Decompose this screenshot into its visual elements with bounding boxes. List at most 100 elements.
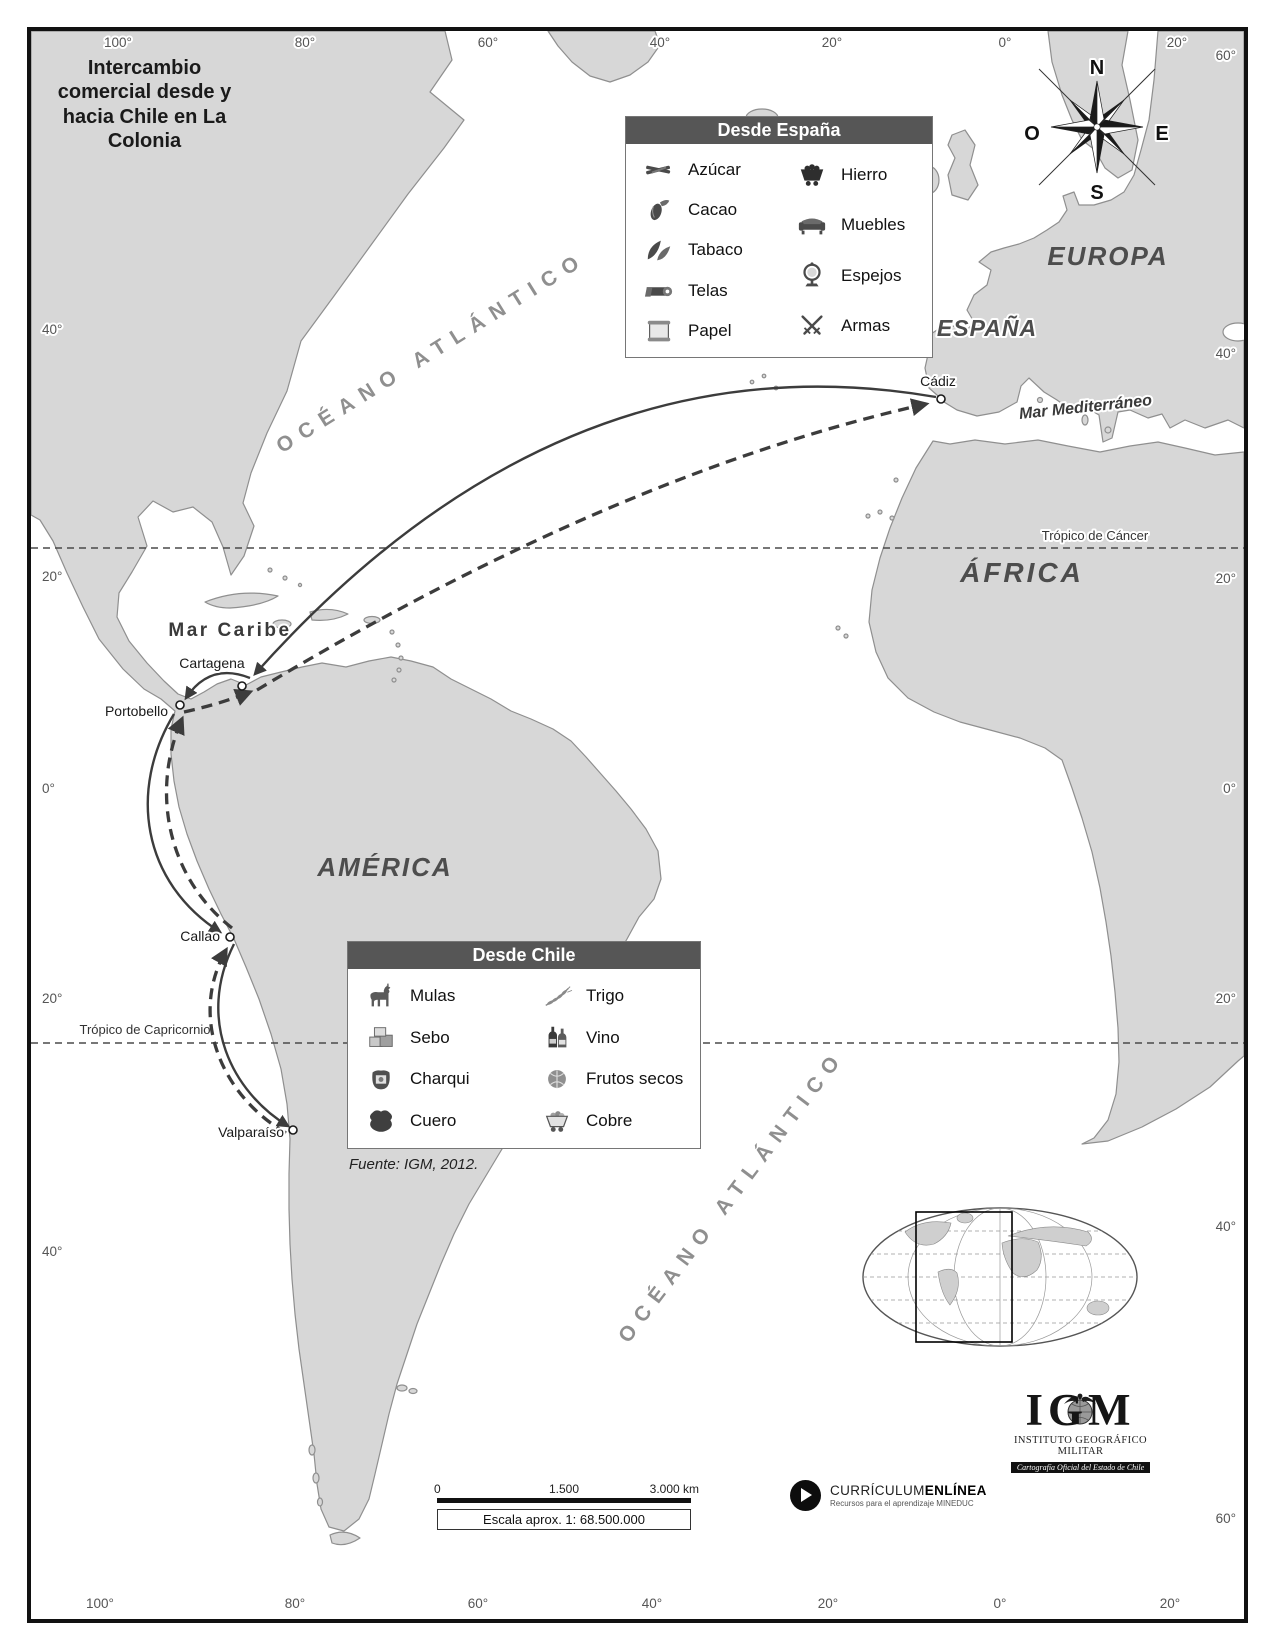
tick-bottom: 40° [642, 1596, 662, 1611]
inset-highlight-rect [915, 1211, 1013, 1343]
greenland-landmass [547, 31, 661, 83]
legend-label: Frutos secos [586, 1069, 684, 1089]
tallow-blocks-icon [362, 1022, 400, 1054]
mirror-icon [793, 260, 831, 292]
scale-tick-0: 0 [434, 1482, 441, 1496]
curriculum-en-linea-logo: CURRÍCULUMENLÍNEA Recursos para el apren… [790, 1480, 987, 1511]
legend-label: Telas [688, 280, 728, 300]
tick-top: 80° [295, 35, 315, 50]
legend-item-frutos-secos: Frutos secos [524, 1063, 700, 1095]
igm-logo: IGM INSTITUTO GEOGRÁFICO MILITAR Cartogr… [1003, 1388, 1158, 1475]
legend-item-armas: Armas [779, 310, 932, 342]
legend-label: Cobre [586, 1111, 633, 1131]
charqui-bale-icon [362, 1063, 400, 1095]
city-label-valparaiso: Valparaíso [218, 1124, 284, 1140]
wheat-icon [538, 980, 576, 1012]
fabric-roll-icon [640, 275, 678, 307]
legend-item-hierro: Hierro [779, 159, 932, 191]
copper-cart-icon [538, 1105, 576, 1137]
tick-right: 40° [1216, 1219, 1236, 1234]
legend-label: Armas [841, 315, 891, 335]
legend-item-espejos: Espejos [779, 260, 932, 292]
compass-north-label: N [1090, 57, 1104, 79]
legend-label: Azúcar [688, 160, 741, 180]
tick-bottom: 100° [86, 1596, 114, 1611]
curriculum-name-regular: CURRÍCULUM [830, 1483, 925, 1498]
compass-east-label: E [1155, 123, 1168, 145]
africa-label: ÁFRICA [959, 557, 1084, 588]
legend-desde-chile: Desde Chile Mulas Sebo [347, 941, 701, 1149]
legend-label: Tabaco [688, 240, 743, 260]
compass-south-label: S [1090, 182, 1103, 204]
sugar-cane-icon [640, 154, 678, 186]
tick-bottom: 20° [1160, 1596, 1180, 1611]
legend-item-cobre: Cobre [524, 1105, 700, 1137]
tick-left: 40° [42, 322, 62, 337]
legend-label: Cacao [688, 200, 738, 220]
legend-item-cacao: Cacao [626, 194, 779, 226]
americas-landmass [31, 31, 662, 1532]
city-label-cadiz: Cádiz [920, 373, 956, 389]
furniture-sofa-icon [793, 209, 831, 241]
igm-tagline: Cartografía Oficial del Estado de Chile [1010, 1462, 1151, 1473]
dried-fruits-icon [538, 1063, 576, 1095]
legend-label: Hierro [841, 165, 888, 185]
scale-bar: 0 1.500 3.000 km Escala aprox. 1: 68.500… [434, 1482, 699, 1530]
route-solid-cartagena-to-portobello [184, 671, 251, 701]
route-solid-portobello-to-callao [146, 713, 223, 934]
city-label-callao: Callao [180, 928, 220, 944]
legend-label: Vino [586, 1027, 620, 1047]
legend-item-mulas: Mulas [348, 980, 524, 1012]
legend-label: Trigo [586, 985, 625, 1005]
tick-right: 60° [1216, 1511, 1236, 1526]
legend-item-muebles: Muebles [779, 209, 932, 241]
legend-item-cuero: Cuero [348, 1105, 524, 1137]
igm-acronym: IGM [1025, 1385, 1136, 1435]
map-frame [27, 27, 1248, 1623]
tick-bottom: 80° [285, 1596, 305, 1611]
world-inset-map [862, 1207, 1138, 1347]
legend-label: Muebles [841, 215, 906, 235]
legend-espana-title: Desde España [626, 117, 932, 144]
legend-label: Papel [688, 320, 732, 340]
leather-hide-icon [362, 1105, 400, 1137]
legend-item-azucar: Azúcar [626, 154, 779, 186]
tick-left: 0° [42, 781, 55, 796]
scale-text: Escala aprox. 1: 68.500.000 [437, 1509, 691, 1530]
tick-left: 20° [42, 991, 62, 1006]
tick-right: 0° [1223, 781, 1236, 796]
tick-top: 20° [822, 35, 842, 50]
source-note: Fuente: IGM, 2012. [349, 1156, 479, 1173]
tobacco-leaf-icon [640, 234, 678, 266]
legend-item-charqui: Charqui [348, 1063, 524, 1095]
legend-label: Sebo [410, 1027, 450, 1047]
tick-bottom: 60° [468, 1596, 488, 1611]
city-marker-cartagena [237, 681, 247, 691]
graticule-ticks: 100° 80° 60° 40° 20° 0° 20° 100° 80° 60°… [40, 33, 1238, 1613]
great-britain [947, 129, 979, 201]
black-sea [1222, 322, 1244, 342]
tick-top: 0° [999, 35, 1012, 50]
tick-left: 20° [42, 569, 62, 584]
city-labels: Cádiz Cartagena Portobello Callao Valpar… [103, 371, 958, 1142]
route-solid-cadiz-to-cartagena [253, 385, 937, 676]
scale-tick-3000: 3.000 km [649, 1482, 699, 1496]
crossed-swords-icon [793, 310, 831, 342]
city-markers [175, 394, 946, 1135]
legend-label: Charqui [410, 1069, 470, 1089]
city-label-cartagena: Cartagena [179, 655, 245, 671]
compass-rose: N S E O [1022, 55, 1170, 206]
legend-label: Espejos [841, 265, 902, 285]
route-dashed-callao-to-portobello [164, 715, 234, 930]
tick-top: 40° [650, 35, 670, 50]
europe-label: EUROPA [1047, 241, 1168, 271]
legend-label: Cuero [410, 1111, 457, 1131]
city-label-portobello: Portobello [105, 703, 168, 719]
scale-bar-rule [437, 1498, 691, 1503]
tick-right: 20° [1216, 991, 1236, 1006]
africa-landmass [868, 439, 1244, 1145]
city-marker-cadiz [936, 394, 946, 404]
tick-right: 60° [1216, 48, 1236, 63]
tick-bottom: 0° [994, 1596, 1007, 1611]
